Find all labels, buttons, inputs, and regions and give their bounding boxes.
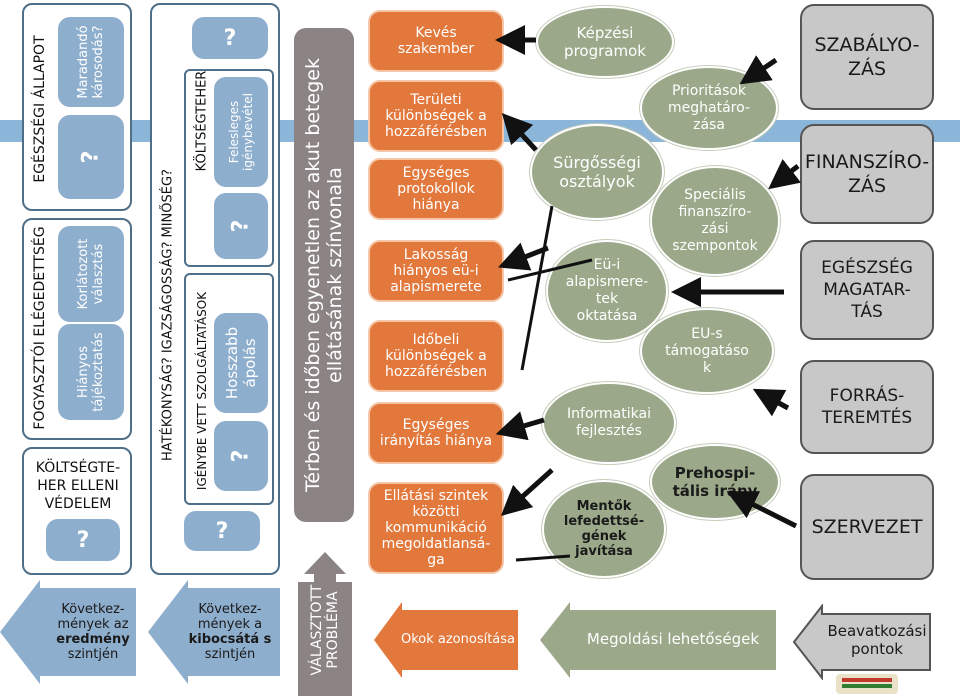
outcome-consequences-label: Következ-mények az eredmény szintjén (56, 602, 130, 662)
services-unknown-box: ? (214, 421, 268, 491)
insufficient-info-box: Hiányos tájékoztatás (58, 324, 124, 420)
solution-ambulance-coverage: Mentők lefedettsé-gének javítása (542, 480, 666, 578)
bottom-unknown-box: ? (184, 511, 260, 551)
intervention-points-label: Beavatkozási pontok (827, 622, 927, 658)
efficiency-panel: HATÉKONYSÁG? IGAZSÁGOSSÁG? MINŐSÉG? ? KÖ… (150, 3, 280, 575)
output-consequences-label: Következ-mények a kibocsátá s szintjén (188, 602, 272, 662)
health-status-panel: EGÉSZSÉGI ÁLLAPOT Maradandó károsodás? ? (22, 3, 132, 211)
causes-arrow (374, 602, 518, 678)
unknown-health-box: ? (58, 115, 124, 199)
cause-box-3: Egységes protokollok hiánya (368, 158, 504, 220)
solution-emergency-departments: Sürgősségi osztályok (530, 124, 664, 220)
lever-resource-creation: FORRÁS-TEREMTÉS (800, 360, 934, 454)
cause-box-4: Lakosság hiányos eü-i alapismerete (368, 240, 504, 302)
emblem-logo (836, 674, 898, 694)
causes-arrow-label: Okok azonosítása (400, 632, 516, 647)
cause-box-2: Területi különbségek a hozzáférésben (368, 80, 504, 152)
services-used-panel: IGÉNYBE VETT SZOLGÁLTATÁSOK Hosszabb ápo… (184, 273, 274, 505)
lever-health-behavior: EGÉSZSÉG MAGATAR-TÁS (800, 240, 934, 340)
permanent-damage-box: Maradandó károsodás? (58, 17, 124, 107)
intervention-points-arrow (792, 604, 931, 680)
cost-protection-panel: KÖLTSÉGTE-HER ELLENI VÉDELEM ? (22, 447, 132, 575)
solution-it-development: Informatikai fejlesztés (542, 382, 676, 464)
solutions-arrow-label: Megoldási lehetőségek (586, 630, 760, 648)
cause-box-6: Egységes irányítás hiánya (368, 402, 504, 464)
chosen-problem-box: Térben és időben egyenetlen az akut bete… (294, 28, 354, 522)
cost-unknown-box: ? (214, 193, 268, 259)
lever-organization: SZERVEZET (800, 474, 934, 580)
unnecessary-use-box: Felesleges igénybevétel (214, 77, 268, 187)
cost-protection-unknown-box: ? (46, 519, 120, 561)
lever-regulation: SZABÁLYO-ZÁS (800, 4, 934, 110)
consumer-satisfaction-panel: FOGYASZTÓI ELÉGEDETTSÉG Korlátozott vála… (22, 218, 132, 440)
cause-box-7: Ellátási szintek közötti kommunikáció me… (368, 482, 504, 574)
solution-eu-funding: EU-s támogatáso k (640, 308, 774, 394)
cause-box-1: Kevés szakember (368, 10, 504, 72)
lever-financing: FINANSZÍRO-ZÁS (800, 124, 934, 224)
solution-training: Képzési programok (536, 6, 674, 78)
limited-choice-box: Korlátozott választás (58, 226, 124, 322)
output-consequences-arrow (148, 580, 280, 684)
longer-care-box: Hosszabb ápolás (214, 313, 268, 413)
chosen-problem-up-arrow (298, 552, 352, 696)
cost-burden-panel: KÖLTSÉGTEHER Felesleges igénybevétel ? (184, 69, 274, 267)
solutions-arrow (540, 602, 776, 678)
top-unknown-box: ? (192, 17, 268, 59)
solution-health-education: Eü-i alapismere-tek oktatása (546, 240, 668, 342)
cost-protection-title: KÖLTSÉGTE-HER ELLENI VÉDELEM (35, 460, 121, 512)
cause-box-5: Időbeli különbségek a hozzáférésben (368, 320, 504, 392)
solution-special-financing: Speciális finanszíro-zási szempontok (650, 166, 780, 276)
outcome-consequences-arrow (0, 580, 136, 684)
